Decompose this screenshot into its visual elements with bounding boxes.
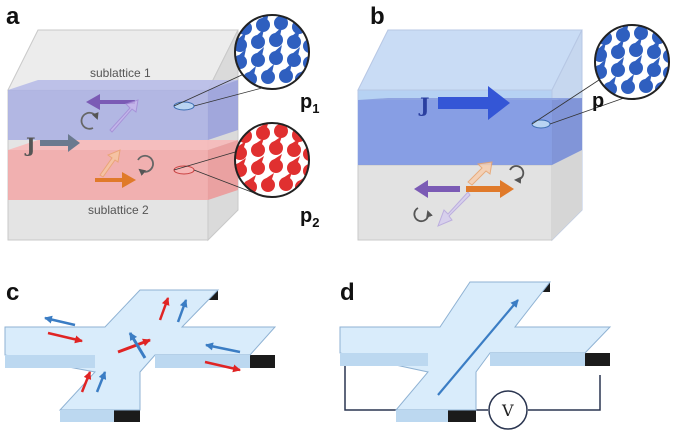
cross-d-front-left — [340, 353, 428, 366]
layer-b-front — [358, 100, 552, 165]
p1-label: p1 — [300, 91, 319, 116]
panel-letter-b: b — [370, 3, 385, 30]
cross-d-edge-right — [585, 353, 610, 366]
red-arrow-c-left — [47, 331, 83, 344]
current-label-b: J — [418, 93, 429, 117]
orange-arrow-a — [95, 172, 136, 188]
purple-arrow-faded-b — [437, 191, 471, 227]
panel-a: a sublattice 2 sublattice 1 J — [6, 3, 319, 242]
cross-c-front-left — [5, 355, 95, 368]
leader-line-a2a — [173, 149, 243, 171]
sublattice-1-side — [208, 80, 238, 140]
sublattice-1-top — [8, 80, 238, 90]
leader-line-a2b — [193, 169, 263, 197]
leader-line-a1b — [193, 87, 263, 107]
cross-c-edge-right — [250, 355, 275, 368]
sublattice-2-front — [8, 150, 208, 200]
wire-d-right — [528, 375, 601, 411]
purple-arrow-faded-a — [109, 99, 139, 133]
cross-c-edge-bottom — [114, 410, 140, 422]
probe-spot-a1 — [173, 101, 195, 111]
sublattice-1-label: sublattice 1 — [90, 66, 151, 80]
purple-arrow-b — [414, 180, 460, 198]
rotation-arrow-b1 — [413, 207, 433, 223]
cross-d-front-right — [490, 353, 585, 366]
probe-spot-b — [531, 119, 551, 129]
panel-letter-a: a — [6, 3, 20, 30]
box-b-top — [357, 29, 583, 91]
blue-arrow-c-right — [205, 342, 241, 354]
panel-d: d V — [339, 279, 612, 430]
p2-label: p2 — [300, 205, 319, 230]
current-arrow-d — [437, 299, 519, 396]
orange-arrow-faded-b — [467, 161, 493, 186]
red-arrow-c-right — [204, 360, 241, 373]
magnifier-blue-a — [234, 14, 310, 90]
voltmeter-label: V — [501, 401, 514, 420]
cross-d-top — [339, 281, 612, 411]
red-arrow-c-bottom — [80, 371, 92, 393]
panel-b: b J p — [357, 3, 670, 242]
blue-arrow-c-left — [44, 315, 76, 327]
cross-d-front-bottom — [396, 410, 448, 422]
blue-arrow-c-center — [128, 332, 147, 359]
current-arrow-a — [40, 134, 80, 152]
sublattice-2-side — [208, 140, 238, 200]
magnifier-red-a — [234, 122, 310, 198]
blue-arrow-c-top — [176, 299, 188, 323]
orange-arrow-b — [466, 180, 514, 198]
panel-c: c — [4, 279, 277, 422]
rotation-arrow-a1 — [80, 111, 99, 130]
box-b-side-lower — [552, 150, 582, 240]
red-arrow-c-top — [158, 297, 170, 321]
orange-arrow-faded-a — [99, 149, 121, 178]
leader-line-b1 — [531, 77, 603, 125]
panel-letter-c: c — [6, 279, 19, 306]
p-label-b: p — [592, 90, 604, 112]
leader-line-a1a — [173, 73, 245, 107]
purple-arrow-a — [86, 94, 135, 110]
leader-line-b2 — [549, 97, 625, 125]
cross-d-edge-bottom — [448, 410, 476, 422]
red-arrow-c-center — [117, 338, 151, 354]
blue-arrow-c-bottom — [95, 371, 107, 393]
voltmeter — [488, 390, 528, 430]
current-label-a: J — [24, 133, 35, 157]
sublattice-1-front — [8, 90, 208, 140]
cross-c-front-bottom — [60, 410, 114, 422]
layer-b-side — [552, 98, 582, 165]
rotation-arrow-b2 — [509, 165, 525, 184]
rotation-arrow-a2 — [137, 154, 154, 176]
cross-c-front-right — [155, 355, 250, 368]
current-arrow-b — [438, 86, 510, 120]
panel-letter-d: d — [340, 279, 355, 306]
sublattice-2-label: sublattice 2 — [88, 203, 149, 217]
magnifier-blue-b — [594, 24, 670, 100]
